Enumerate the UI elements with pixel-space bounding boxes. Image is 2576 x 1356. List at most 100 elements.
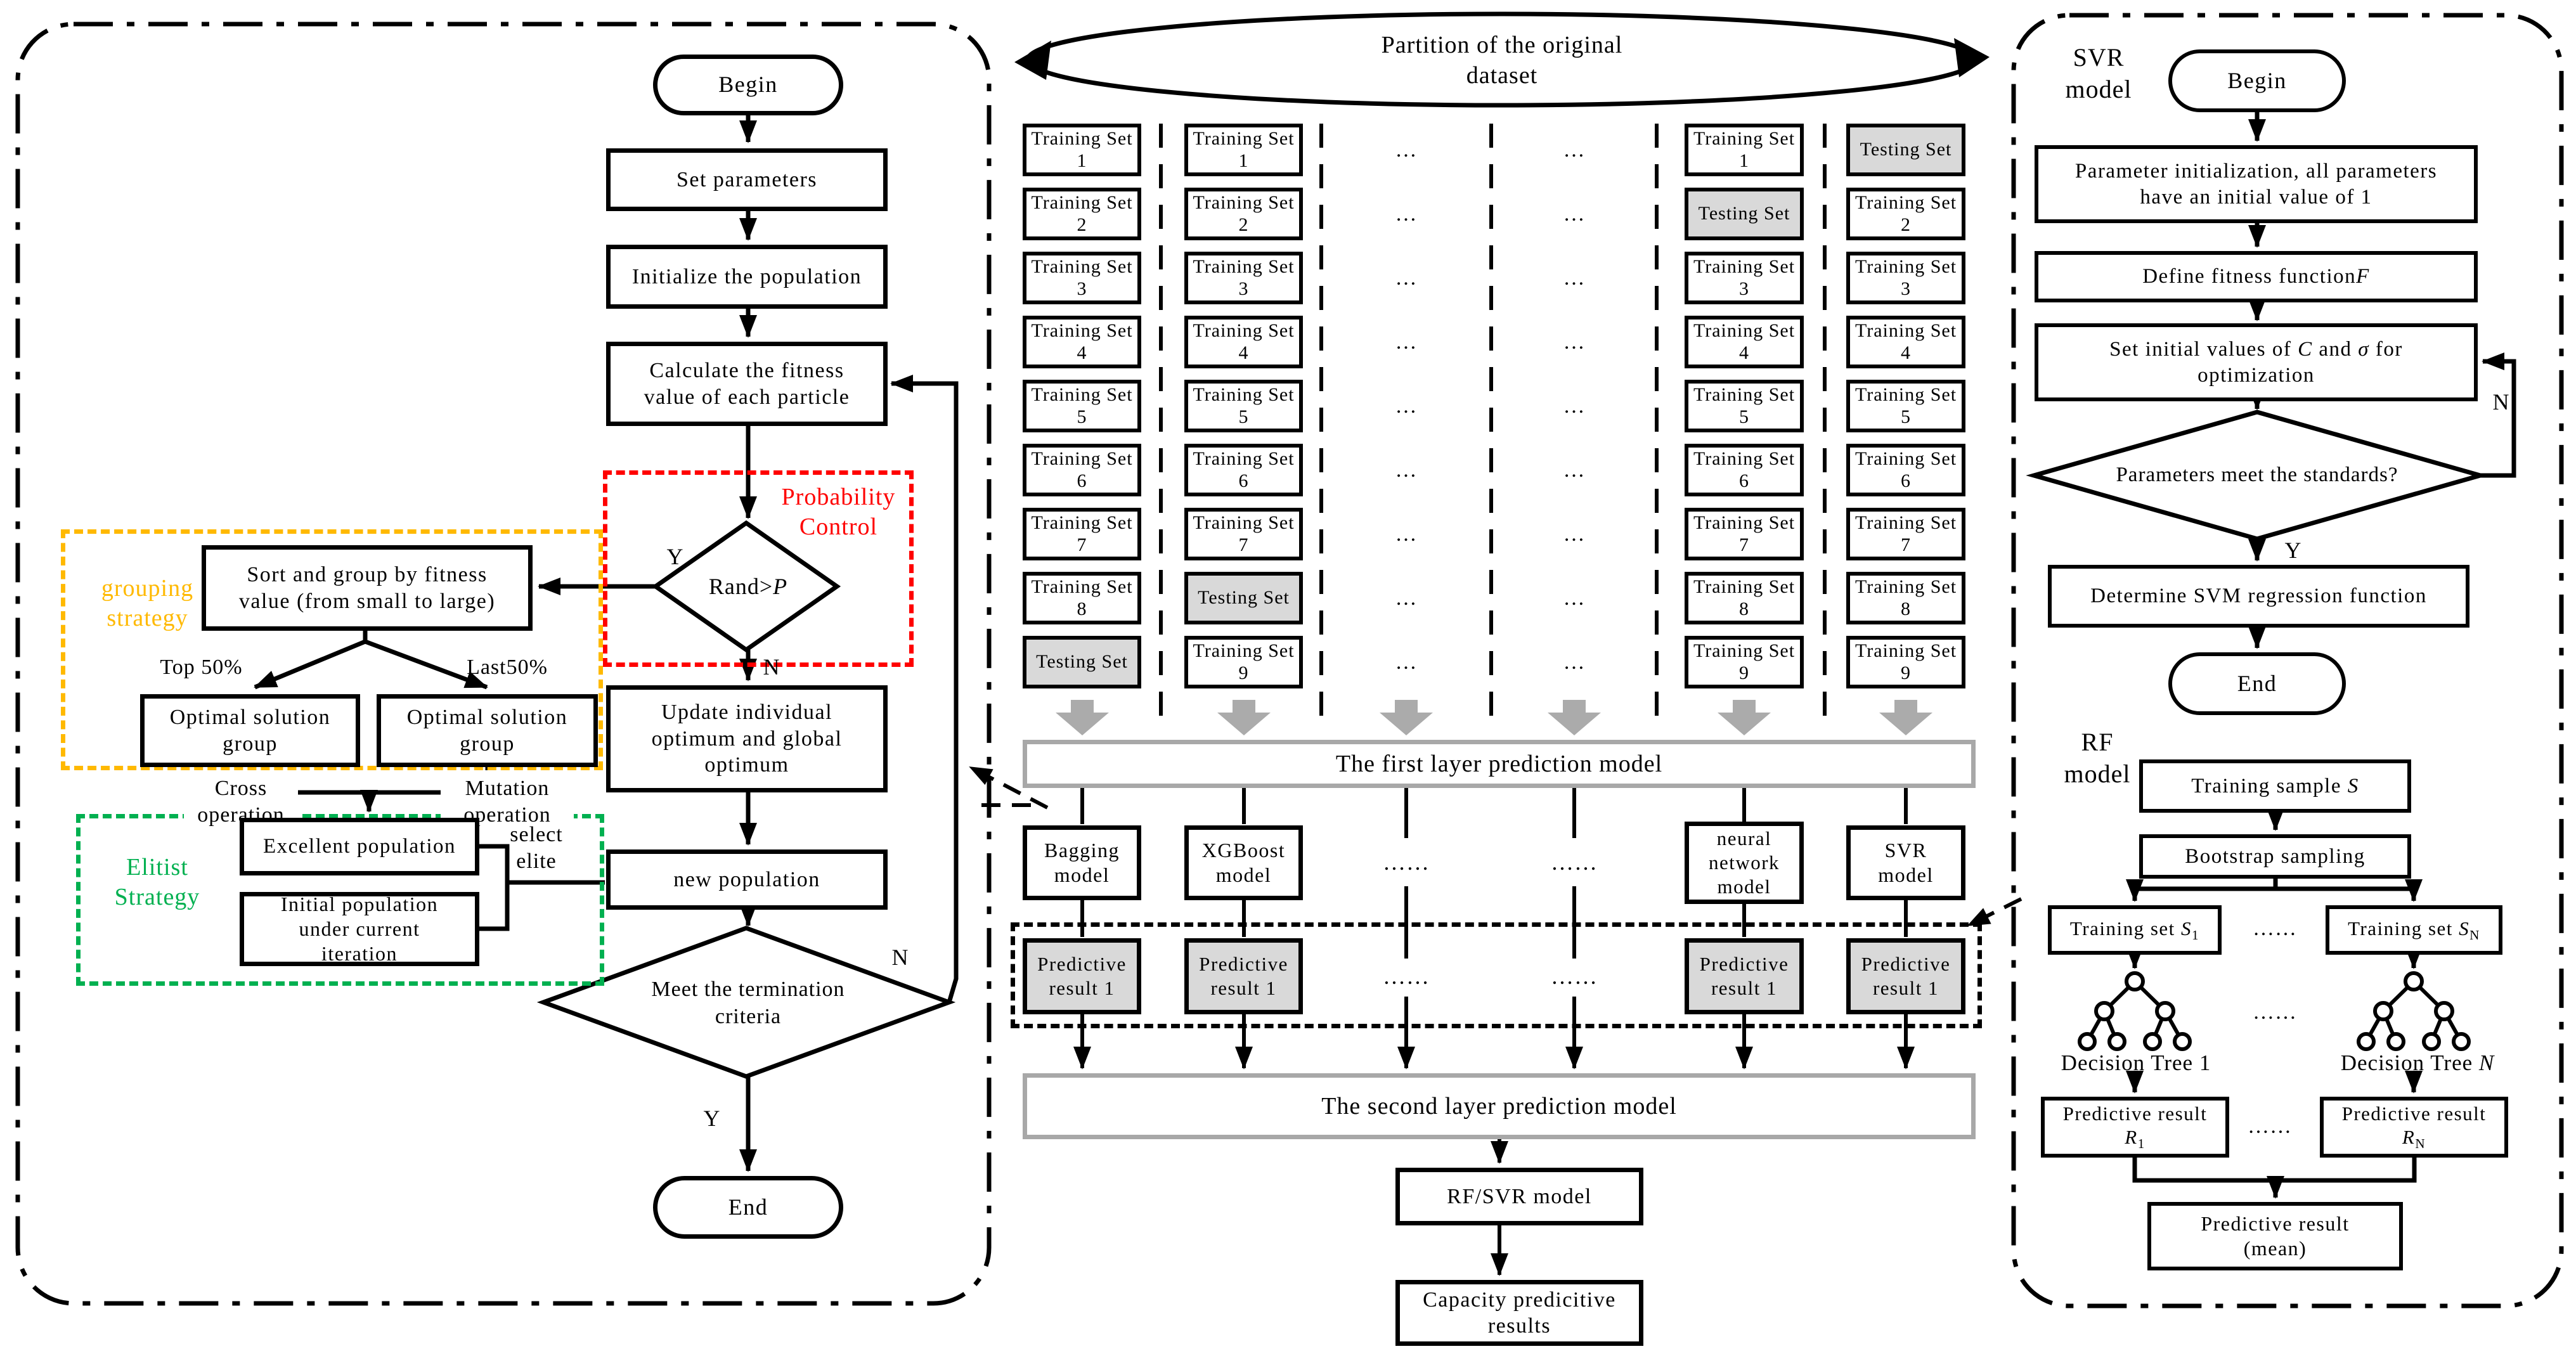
- ellipsis-cell: …: [1563, 522, 1586, 546]
- y-label: Y: [2284, 537, 2302, 563]
- determine-svm-node: Determine SVM regression function: [2048, 565, 2469, 628]
- n-label: N: [2492, 389, 2510, 415]
- ellipsis-cell: …: [1563, 586, 1586, 610]
- y-label: Y: [666, 543, 684, 569]
- predictive-ellipsis: ……: [1383, 963, 1430, 989]
- first-layer-bar: The first layer prediction model: [1023, 740, 1976, 788]
- training-set-cell: Training Set 4: [1023, 316, 1141, 368]
- standards-label: Parameters meet the standards?: [2116, 463, 2398, 487]
- calculate-fitness-node: Calculate the fitness value of each part…: [606, 342, 888, 426]
- randp-label: Rand>P: [708, 573, 788, 599]
- training-set-cell: Training Set 7: [1023, 508, 1141, 560]
- testing-set-cell: Testing Set: [1846, 124, 1965, 176]
- training-set-cell: Training Set 6: [1184, 444, 1303, 496]
- training-set-cell: Training Set 1: [1023, 124, 1141, 176]
- ellipsis-cell: …: [1563, 202, 1586, 226]
- parameter-initialization-node: Parameter initialization, all parameters…: [2035, 145, 2478, 223]
- elitist-strategy-label: Elitist Strategy: [114, 853, 200, 911]
- decision-tree-1-label: Decision Tree 1: [2061, 1050, 2211, 1076]
- define-fitness-node: Define fitness functionF: [2035, 251, 2478, 302]
- rf-ellipsis: ……: [2248, 1114, 2292, 1138]
- rf-model-label: RF model: [2064, 727, 2131, 788]
- end-node: End: [2168, 652, 2346, 715]
- training-set-cell: Training Set 5: [1846, 380, 1965, 432]
- rf-svr-model-node: RF/SVR model: [1395, 1168, 1643, 1225]
- ellipsis-cell: …: [1395, 330, 1418, 354]
- dataset-column-ellipsis: ………………………: [1375, 124, 1438, 688]
- top50-label: Top 50%: [160, 655, 243, 679]
- svr-model-node: SVR model: [1846, 825, 1965, 900]
- ellipsis-cell: …: [1563, 138, 1586, 162]
- initialize-population-node: Initialize the population: [606, 245, 888, 309]
- excellent-population-node: Excellent population: [240, 818, 479, 875]
- end-node: End: [653, 1176, 843, 1239]
- training-set-cell: Training Set 7: [1184, 508, 1303, 560]
- training-set-cell: Training Set 3: [1685, 252, 1804, 304]
- bootstrap-sampling-node: Bootstrap sampling: [2139, 834, 2411, 879]
- ellipsis-cell: …: [1395, 138, 1418, 162]
- optimal-solution-group-right: Optimal solution group: [377, 694, 598, 767]
- training-set-cell: Training Set 3: [1846, 252, 1965, 304]
- training-set-cell: Training Set 4: [1685, 316, 1804, 368]
- ellipsis-cell: …: [1563, 394, 1586, 418]
- update-optimum-node: Update individual optimum and global opt…: [606, 685, 888, 792]
- training-set-cell: Training Set 7: [1685, 508, 1804, 560]
- optimal-solution-group-left: Optimal solution group: [140, 694, 360, 767]
- predictive-results-box: [1011, 922, 1982, 1028]
- set-parameters-node: Set parameters: [606, 148, 888, 211]
- training-set-cell: Training Set 9: [1685, 636, 1804, 688]
- begin-node: Begin: [2168, 49, 2346, 112]
- begin-node: Begin: [653, 55, 843, 115]
- testing-set-cell: Testing Set: [1184, 572, 1303, 624]
- predictive-ellipsis: ……: [1551, 963, 1598, 989]
- ellipsis-cell: …: [1395, 586, 1418, 610]
- ellipsis-cell: …: [1563, 266, 1586, 290]
- testing-set-cell: Testing Set: [1023, 636, 1141, 688]
- ellipsis-cell: …: [1395, 394, 1418, 418]
- training-set-cell: Training Set 4: [1846, 316, 1965, 368]
- training-set-cell: Training Set 7: [1846, 508, 1965, 560]
- training-set-sn-node: Training set SN: [2326, 905, 2502, 955]
- ellipsis-cell: …: [1395, 202, 1418, 226]
- y-label: Y: [703, 1105, 721, 1131]
- sort-group-node: Sort and group by fitness value (from sm…: [202, 545, 533, 631]
- training-set-s1-node: Training set S1: [2048, 905, 2222, 955]
- models-ellipsis: ……: [1551, 849, 1598, 875]
- predictive-result-mean-node: Predictive result (mean): [2147, 1202, 2403, 1270]
- rf-ellipsis: ……: [2253, 1000, 2297, 1024]
- decision-tree-icon: [2357, 971, 2471, 1051]
- training-set-cell: Training Set 8: [1685, 572, 1804, 624]
- training-set-cell: Training Set 8: [1023, 572, 1141, 624]
- ellipsis-cell: …: [1563, 650, 1586, 674]
- training-sample-node: Training sample S: [2139, 759, 2411, 813]
- ellipsis-cell: …: [1395, 458, 1418, 482]
- training-set-cell: Training Set 6: [1023, 444, 1141, 496]
- grouping-strategy-label: grouping strategy: [101, 574, 194, 632]
- predictive-result-node: Predictive result 1: [1846, 938, 1965, 1014]
- training-set-cell: Training Set 5: [1023, 380, 1141, 432]
- new-population-node: new population: [606, 849, 888, 910]
- xgboost-model-node: XGBoost model: [1184, 825, 1303, 900]
- training-set-cell: Training Set 5: [1685, 380, 1804, 432]
- ellipsis-cell: …: [1395, 266, 1418, 290]
- probability-control-label: Probability Control: [781, 483, 896, 541]
- partition-title: Partition of the original dataset: [1381, 32, 1623, 89]
- predictive-result-node: Predictive result 1: [1685, 938, 1804, 1014]
- training-set-cell: Training Set 2: [1846, 188, 1965, 240]
- rf-ellipsis: ……: [2253, 916, 2297, 940]
- svr-model-label: SVR model: [2065, 42, 2132, 103]
- ellipsis-cell: …: [1395, 650, 1418, 674]
- training-set-cell: Training Set 9: [1846, 636, 1965, 688]
- training-set-cell: Training Set 4: [1184, 316, 1303, 368]
- training-set-cell: Training Set 1: [1685, 124, 1804, 176]
- decision-tree-n-label: Decision Tree N: [2340, 1050, 2495, 1076]
- decision-tree-icon: [2078, 971, 2192, 1051]
- training-set-cell: Training Set 6: [1685, 444, 1804, 496]
- testing-set-cell: Testing Set: [1685, 188, 1804, 240]
